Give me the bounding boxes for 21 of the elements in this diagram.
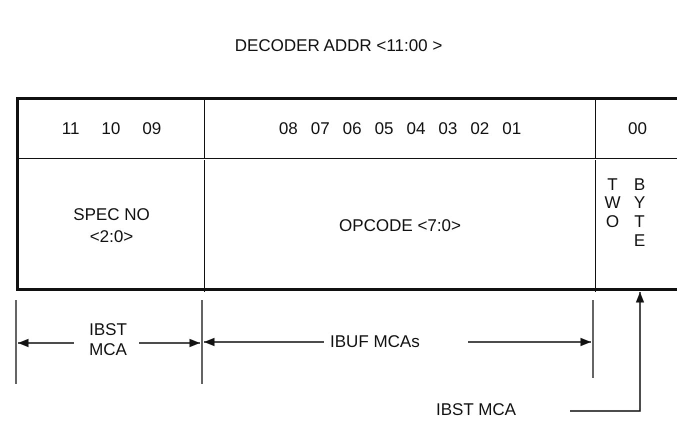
field-label: OPCODE <7:0>	[339, 214, 461, 236]
field-label: SPEC NO <2:0>	[72, 204, 151, 247]
dimension-label: IBUF MCAs	[330, 332, 420, 352]
annotation-label: IBST MCA	[436, 400, 516, 420]
vertical-label: TWO	[604, 176, 621, 232]
bit-number: 01	[502, 119, 522, 139]
bit-number: 02	[470, 119, 490, 139]
dimension-label: IBST MCA	[88, 320, 128, 361]
bit-number: 09	[142, 119, 162, 139]
leader-arrow	[570, 292, 644, 412]
bit-number: 06	[342, 119, 362, 139]
bit-number: 10	[101, 119, 120, 139]
bit-number: 08	[278, 119, 298, 139]
bit-number: 00	[628, 119, 647, 139]
bit-number: 11	[62, 119, 80, 139]
diagram-title: DECODER ADDR <11:00 >	[234, 36, 444, 56]
bit-number: 05	[374, 119, 394, 139]
bit-number: 03	[438, 119, 458, 139]
bit-number: 07	[310, 119, 330, 139]
bit-number: 04	[406, 119, 426, 139]
vertical-label: BYTE	[632, 176, 646, 250]
